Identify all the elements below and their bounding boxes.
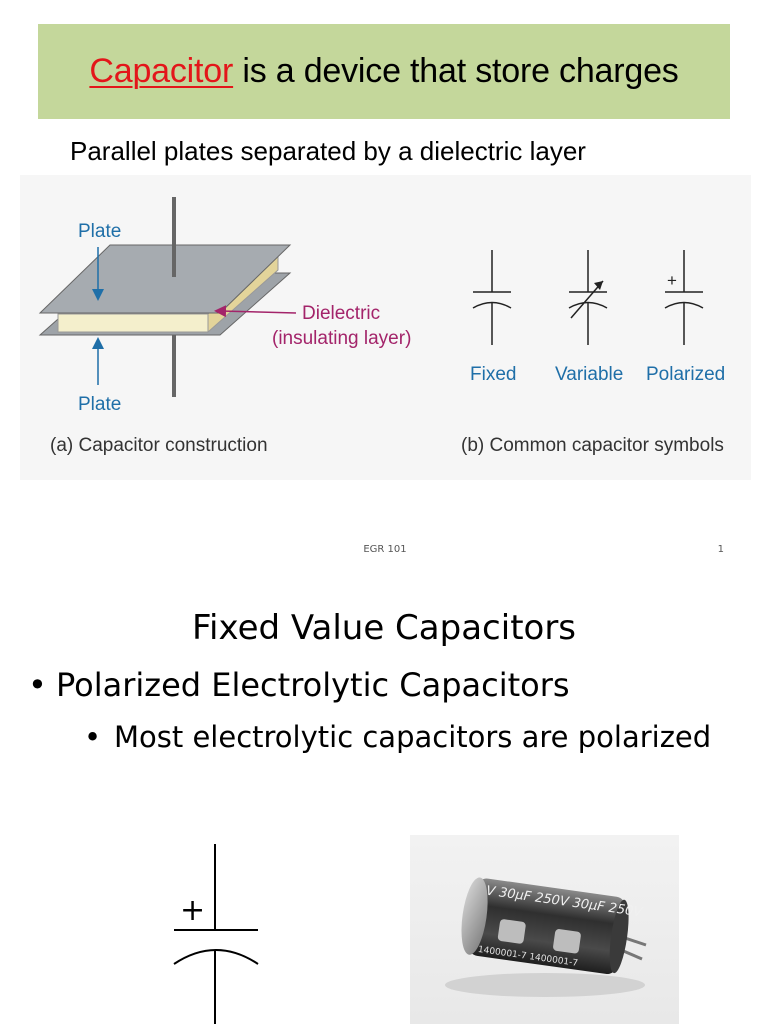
polarized-capacitor-symbol (664, 250, 704, 345)
capacitor-photo-drawing: V 30µF 250V 30µF 250V 1400001-7 1400001-… (445, 877, 647, 997)
capacitor-figure-drawing: Plate Plate Dielectric (insulating layer… (38, 197, 725, 456)
footer-course: EGR 101 (363, 544, 407, 555)
bullet-text: Most electrolytic capacitors are polariz… (114, 720, 712, 754)
label-polarized: Polarized (646, 364, 725, 385)
slide-title: Capacitor is a device that store charges (89, 52, 678, 91)
symbol-plus-sign: + (180, 893, 205, 928)
label-variable: Variable (555, 364, 623, 385)
fixed-capacitor-symbol (472, 250, 512, 345)
footer-page-number: 1 (717, 544, 724, 555)
caption-b: (b) Common capacitor symbols (461, 435, 724, 456)
bullet-item-level1: •Polarized Electrolytic Capacitors (28, 666, 570, 704)
slide-subtitle: Parallel plates separated by a dielectri… (70, 136, 586, 166)
polarized-plus-sign: + (667, 271, 677, 290)
label-plate-top: Plate (78, 221, 121, 242)
bullet-text: Polarized Electrolytic Capacitors (56, 666, 570, 704)
variable-capacitor-symbol (568, 250, 608, 345)
bullet-item-level2: • Most electrolytic capacitors are polari… (84, 720, 711, 754)
dielectric-front (57, 313, 209, 333)
slide2-title: Fixed Value Capacitors (191, 608, 577, 648)
label-fixed: Fixed (470, 364, 516, 385)
bullet-marker: • (28, 666, 47, 704)
bullet-marker: • (84, 720, 102, 754)
title-text: is a device that store charges (233, 52, 679, 90)
electrolytic-capacitor-photo: V 30µF 250V 30µF 250V 1400001-7 1400001-… (410, 835, 679, 1024)
title-emphasis: Capacitor (89, 52, 234, 90)
caption-a: (a) Capacitor construction (50, 435, 268, 456)
label-dielectric: Dielectric (302, 303, 380, 324)
polarized-capacitor-symbol-large: + (160, 840, 270, 1029)
label-insulating: (insulating layer) (272, 328, 411, 349)
capacitor-figure: Plate Plate Dielectric (insulating layer… (20, 175, 751, 480)
slide-title-banner: Capacitor is a device that store charges (38, 24, 730, 119)
label-plate-bottom: Plate (78, 394, 121, 415)
